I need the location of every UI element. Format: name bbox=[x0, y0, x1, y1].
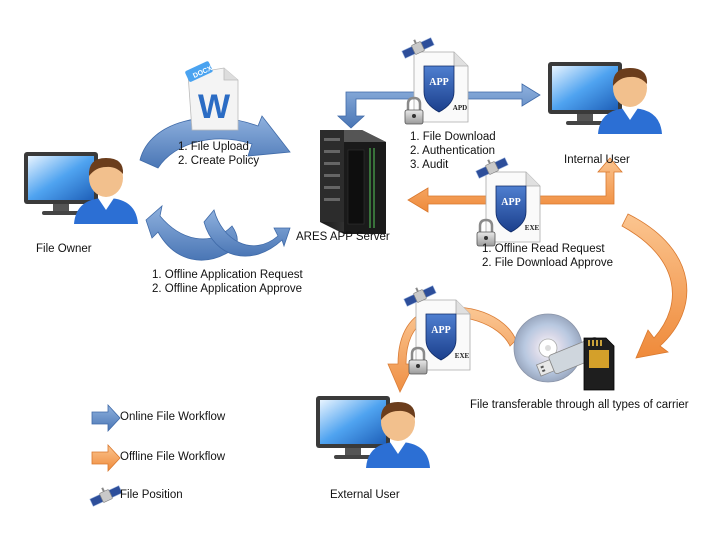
download-arrow bbox=[336, 83, 541, 129]
server-label: ARES APP Server bbox=[296, 231, 390, 243]
apd-file-icon: APP APD bbox=[413, 51, 469, 123]
offline-app-loop-right-arrow bbox=[203, 209, 291, 257]
upload-step-1: 1. File Upload bbox=[178, 141, 249, 153]
app-logo-text: APP bbox=[431, 325, 450, 336]
external-user-label: External User bbox=[330, 489, 400, 501]
internal-user-label: Internal User bbox=[564, 154, 630, 166]
sd-card-icon bbox=[583, 337, 615, 391]
app-logo-text: APP bbox=[429, 77, 448, 88]
carrier-icons bbox=[513, 313, 615, 391]
upload-step-2: 2. Create Policy bbox=[178, 155, 260, 167]
exe-file-icon-1: APP EXE bbox=[485, 171, 541, 243]
word-document-icon: DOCX W bbox=[185, 61, 239, 131]
legend-online-arrow-icon bbox=[91, 403, 121, 433]
offline-app-step-2: 2. Offline Application Approve bbox=[152, 283, 303, 295]
apd-badge: APD bbox=[453, 104, 467, 112]
exe-badge-2: EXE bbox=[455, 352, 470, 360]
internal-user-icon bbox=[548, 62, 662, 134]
offline-app-step-1: 1. Offline Application Request bbox=[152, 269, 303, 281]
legend-file-position-icon bbox=[87, 480, 124, 508]
exe-file-icon-2: APP EXE bbox=[415, 299, 471, 371]
download-step-1: 1. File Download bbox=[410, 131, 496, 143]
offline-read-step-2: 2. File Download Approve bbox=[482, 257, 614, 269]
offline-read-arrow bbox=[407, 157, 623, 213]
upload-arc-arrow bbox=[139, 115, 291, 169]
offline-read-step-1: 1. Offline Read Request bbox=[482, 243, 605, 255]
offline-read-steps: 1. Offline Read Request 2. File Download… bbox=[482, 242, 613, 270]
carrier-curve-arrow bbox=[621, 213, 688, 359]
offline-app-loop-left-arrow bbox=[145, 204, 238, 261]
download-steps: 1. File Download 2. Authentication 3. Au… bbox=[410, 130, 496, 172]
external-user-icon bbox=[316, 396, 430, 468]
file-owner-icon bbox=[24, 152, 138, 224]
carrier-label: File transferable through all types of c… bbox=[470, 399, 689, 411]
legend-offline-arrow-icon bbox=[91, 443, 121, 473]
offline-app-steps: 1. Offline Application Request 2. Offlin… bbox=[152, 268, 303, 296]
exe-badge-1: EXE bbox=[525, 224, 540, 232]
server-icon bbox=[320, 130, 386, 234]
word-w-glyph: W bbox=[198, 88, 231, 126]
legend-online-label: Online File Workflow bbox=[120, 411, 226, 423]
legend-position-label: File Position bbox=[120, 489, 183, 501]
upload-steps: 1. File Upload 2. Create Policy bbox=[178, 140, 259, 168]
download-step-2: 2. Authentication bbox=[410, 145, 496, 157]
download-step-3: 3. Audit bbox=[410, 159, 449, 171]
legend-offline-label: Offline File Workflow bbox=[120, 451, 226, 463]
app-logo-text: APP bbox=[501, 197, 520, 208]
file-owner-label: File Owner bbox=[36, 243, 92, 255]
